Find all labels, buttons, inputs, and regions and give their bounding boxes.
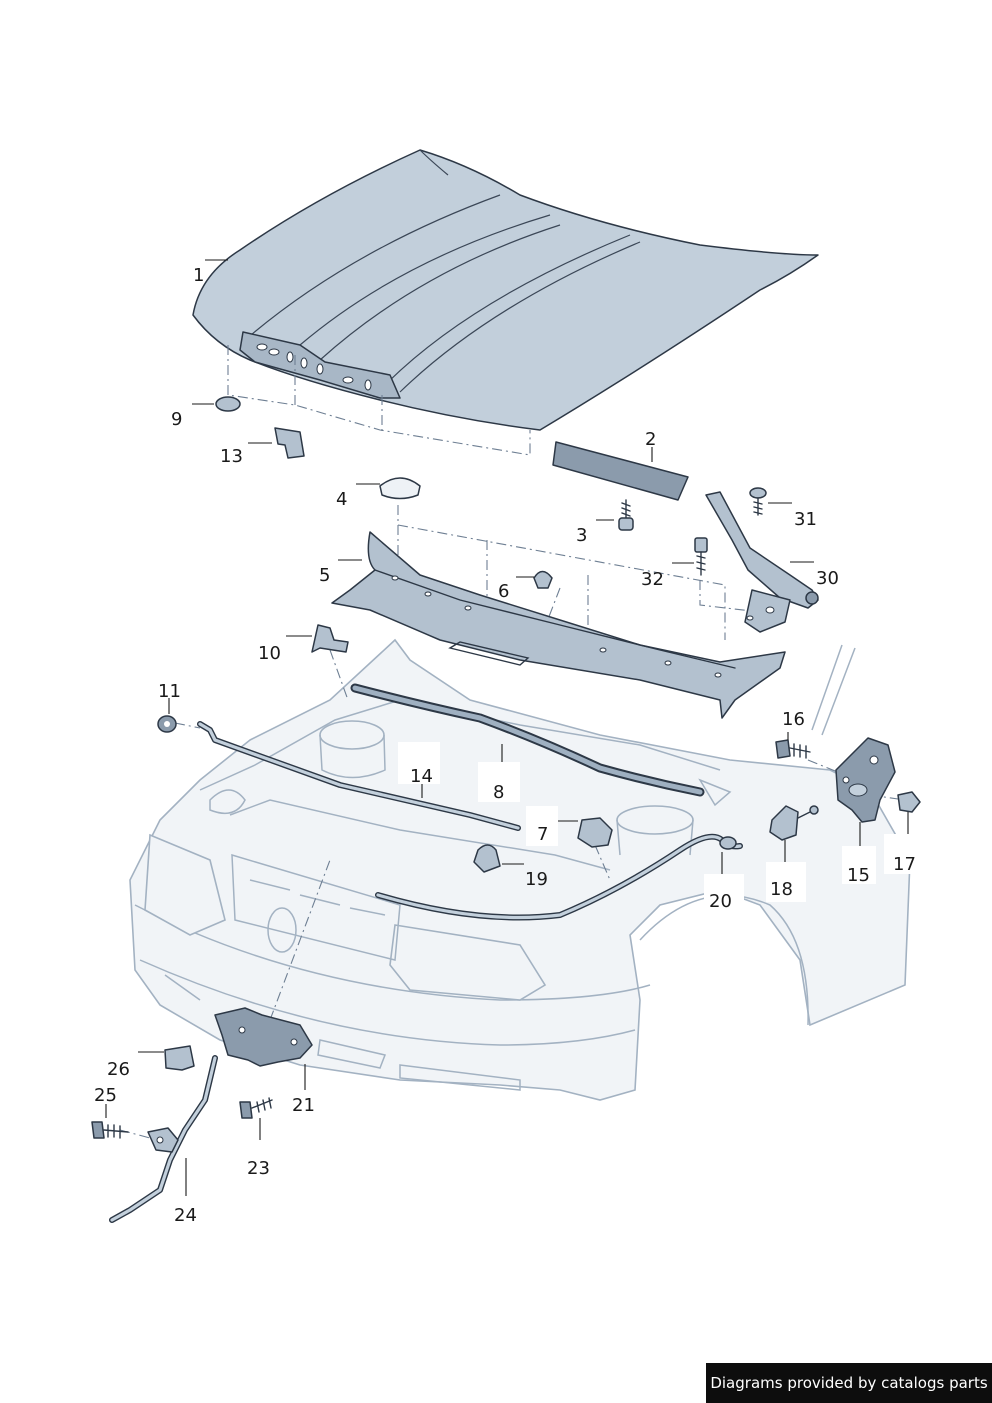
bracket-part-26 xyxy=(164,1045,195,1071)
hood-hinge-part xyxy=(705,491,819,633)
car-front-body xyxy=(129,638,911,1101)
release-lever-part xyxy=(109,1055,218,1223)
callout-24: 24 xyxy=(174,1205,197,1226)
stud-part-32 xyxy=(694,537,708,576)
cap-part-4 xyxy=(379,477,421,500)
callout-7: 7 xyxy=(537,824,548,845)
callout-leaders xyxy=(105,259,909,1196)
callout-6: 6 xyxy=(498,581,509,602)
callout-25: 25 xyxy=(94,1085,117,1106)
hood-vent-slots xyxy=(256,343,372,391)
callout-26: 26 xyxy=(107,1059,130,1080)
clip-part-6 xyxy=(533,570,553,589)
callout-30: 30 xyxy=(816,568,839,589)
release-cable-part xyxy=(375,833,743,921)
callout-23: 23 xyxy=(247,1158,270,1179)
retainer-part-13 xyxy=(274,427,305,459)
callout-5: 5 xyxy=(319,565,330,586)
bolt-part-3 xyxy=(618,499,634,531)
plenum-panel-part xyxy=(331,531,786,719)
clip-part-19 xyxy=(473,844,501,873)
callout-21: 21 xyxy=(292,1095,315,1116)
latch-part-21 xyxy=(214,1007,313,1067)
callout-9: 9 xyxy=(171,409,182,430)
callout-2: 2 xyxy=(645,429,656,450)
callout-19: 19 xyxy=(525,869,548,890)
hood-lock-part xyxy=(835,737,896,823)
cable-end-part-18 xyxy=(769,805,819,841)
buffer-part-9 xyxy=(215,396,241,412)
callout-11: 11 xyxy=(158,681,181,702)
callout-32: 32 xyxy=(641,569,664,590)
buffer-part-17 xyxy=(897,791,921,813)
callout-10: 10 xyxy=(258,643,281,664)
bracket-part-10 xyxy=(311,624,349,653)
credit-banner: Diagrams provided by catalogs parts xyxy=(706,1363,992,1403)
callout-14: 14 xyxy=(410,766,433,787)
holder-part-7 xyxy=(577,817,613,848)
callout-4: 4 xyxy=(336,489,347,510)
callout-13: 13 xyxy=(220,446,243,467)
assembly-guide-lines xyxy=(119,345,906,1139)
bolt-part-23 xyxy=(239,1097,273,1119)
callout-31: 31 xyxy=(794,509,817,530)
callout-18: 18 xyxy=(770,879,793,900)
callout-20: 20 xyxy=(709,891,732,912)
prop-rod-part xyxy=(197,721,521,831)
callout-1: 1 xyxy=(193,265,204,286)
callout-15: 15 xyxy=(847,865,870,886)
callout-16: 16 xyxy=(782,709,805,730)
bolt-part-25 xyxy=(91,1121,129,1139)
seal-strip-part xyxy=(552,441,689,501)
grommet-part-11 xyxy=(157,715,177,733)
callout-8: 8 xyxy=(493,782,504,803)
bonnet-hood-part xyxy=(192,149,819,431)
callout-17: 17 xyxy=(893,854,916,875)
screw-part-31 xyxy=(749,487,767,516)
callout-3: 3 xyxy=(576,525,587,546)
screw-part-16 xyxy=(775,739,811,759)
callout-labels: 1 2 3 4 5 6 7 8 9 10 11 13 14 15 16 17 1… xyxy=(94,265,926,1226)
